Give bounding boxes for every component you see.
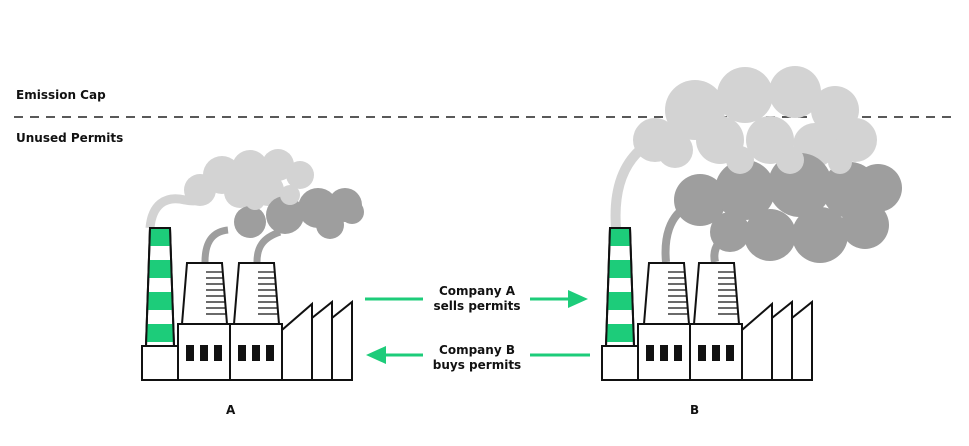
factory-a-tower-lines — [206, 271, 278, 315]
factory-b-label: B — [690, 403, 700, 417]
sell-permits-label: Company A sells permits — [422, 284, 532, 314]
factory-b-tower-lines — [668, 271, 738, 315]
sell-line-1: Company A — [438, 284, 516, 298]
sell-line-2: sells permits — [433, 299, 521, 313]
buy-line-1: Company B — [439, 343, 515, 357]
unused-permits-label: Unused Permits — [16, 131, 124, 145]
sell-arrow — [365, 290, 588, 308]
factory-b-windows — [646, 345, 734, 361]
factory-b-smoke — [610, 66, 902, 263]
buy-arrow — [366, 346, 590, 364]
buy-permits-label: Company B buys permits — [422, 343, 532, 373]
factory-b-striped-chimney — [604, 227, 636, 347]
factory-a-striped-chimney — [144, 227, 176, 347]
factory-a-windows — [186, 345, 274, 361]
buy-line-2: buys permits — [432, 358, 522, 372]
emission-cap-label: Emission Cap — [16, 88, 106, 102]
factory-b — [601, 227, 813, 381]
factory-a-label: A — [226, 403, 236, 417]
factory-a — [141, 227, 353, 381]
factory-a-smoke — [145, 149, 364, 263]
